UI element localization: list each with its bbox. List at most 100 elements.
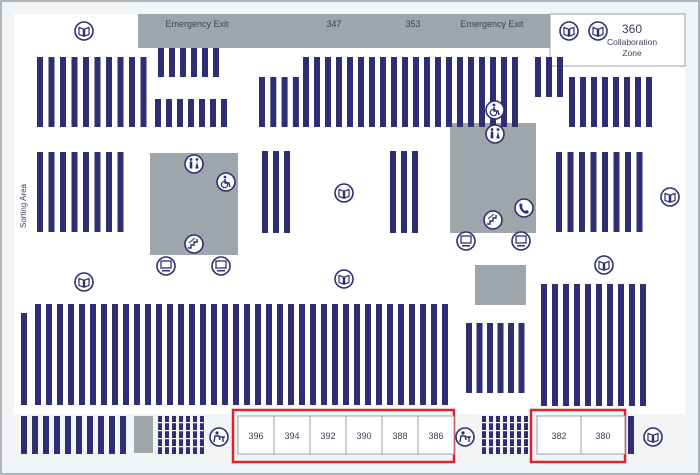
bookshelf	[299, 304, 305, 405]
collaboration-label-1: Collaboration	[607, 37, 657, 47]
bookshelf	[413, 57, 419, 127]
bookshelf	[37, 57, 43, 127]
bookshelf	[266, 304, 272, 405]
bookshelf	[468, 57, 474, 127]
bookshelves	[21, 48, 652, 454]
bookshelf	[556, 152, 562, 232]
bookshelf	[517, 416, 521, 454]
study-room-394[interactable]	[273, 415, 311, 455]
bookshelf	[402, 57, 408, 127]
bookshelf	[117, 152, 124, 232]
bookshelf	[112, 304, 118, 405]
top-service-bar	[138, 14, 550, 48]
restroom-icon	[184, 154, 204, 174]
bookshelf	[273, 151, 279, 233]
bookshelf	[71, 57, 78, 127]
bookshelf	[169, 48, 175, 77]
bookshelf	[636, 152, 643, 232]
bookshelf	[35, 304, 41, 405]
bookshelf	[420, 304, 426, 405]
accessible-icon	[485, 100, 505, 120]
study-desk-icon	[209, 427, 229, 447]
emergency-exit-left: Emergency Exit	[165, 19, 229, 29]
book-icon	[559, 21, 579, 41]
restroom-icon	[485, 124, 505, 144]
computer-icon	[456, 231, 476, 251]
bookshelf	[625, 152, 631, 232]
bookshelf	[613, 152, 620, 232]
bookshelf	[387, 304, 393, 405]
bookshelf	[37, 152, 43, 232]
bookshelf	[43, 416, 49, 454]
bookshelf	[158, 416, 162, 454]
bookshelf	[369, 57, 375, 127]
bookshelf	[178, 304, 184, 405]
bookshelf	[255, 304, 261, 405]
study-room-392[interactable]	[309, 415, 347, 455]
shelf-divider	[482, 422, 532, 424]
bookshelf	[646, 77, 652, 127]
bookshelf	[200, 416, 204, 454]
bookshelf	[457, 57, 463, 127]
sorting-area-label: Sorting Area	[19, 183, 28, 228]
bookshelf	[120, 416, 126, 454]
bookshelf	[277, 304, 283, 405]
study-room-386[interactable]	[417, 415, 455, 455]
bookshelf	[354, 304, 360, 405]
bookshelf	[117, 57, 124, 127]
study-room-390[interactable]	[345, 415, 383, 455]
bookshelf	[510, 416, 514, 454]
bookshelf	[358, 57, 364, 127]
bookshelf	[482, 416, 486, 454]
bookshelf	[213, 48, 219, 77]
bookshelf	[21, 313, 27, 405]
bookshelf	[365, 304, 371, 405]
bookshelf	[109, 416, 115, 454]
bookshelf	[106, 152, 112, 232]
bookshelf	[87, 416, 93, 454]
bookshelf	[640, 284, 646, 406]
bookshelf	[602, 77, 608, 127]
computer-icon	[211, 256, 231, 276]
bookshelf	[314, 57, 320, 127]
computer-icon	[156, 256, 176, 276]
bookshelf	[332, 304, 338, 405]
bookshelf	[156, 304, 162, 405]
shelf-divider	[158, 446, 208, 448]
bookshelf	[557, 57, 563, 97]
book-icon	[334, 269, 354, 289]
bookshelf	[210, 99, 216, 127]
emergency-exit-right: Emergency Exit	[460, 19, 524, 29]
bookshelf	[424, 57, 430, 127]
bookshelf	[624, 77, 630, 127]
bookshelf	[262, 151, 268, 233]
bookshelf	[284, 151, 290, 233]
study-desk-icon	[455, 427, 475, 447]
bookshelf	[83, 152, 89, 232]
shelf-divider	[158, 438, 208, 440]
bookshelf	[552, 284, 558, 406]
bookshelf	[57, 304, 63, 405]
stairs-icon	[483, 210, 503, 230]
bookshelf	[155, 99, 161, 127]
bookshelf	[48, 152, 55, 232]
study-room-380[interactable]	[580, 415, 626, 455]
study-room-number: 382	[551, 431, 566, 441]
bookshelf	[288, 304, 294, 405]
bookshelf	[188, 99, 194, 127]
shelf-divider	[482, 430, 532, 432]
bookshelf	[129, 57, 135, 127]
study-room-number: 396	[248, 431, 263, 441]
bookshelf	[343, 304, 349, 405]
study-room-396[interactable]	[237, 415, 275, 455]
bookshelf	[546, 57, 552, 97]
room-347: 347	[326, 19, 341, 29]
bookshelf	[479, 57, 485, 127]
bookshelf	[134, 304, 140, 405]
bookshelf	[303, 57, 309, 127]
bookshelf	[579, 152, 585, 232]
bookshelf	[200, 304, 206, 405]
bookshelf	[501, 57, 507, 127]
